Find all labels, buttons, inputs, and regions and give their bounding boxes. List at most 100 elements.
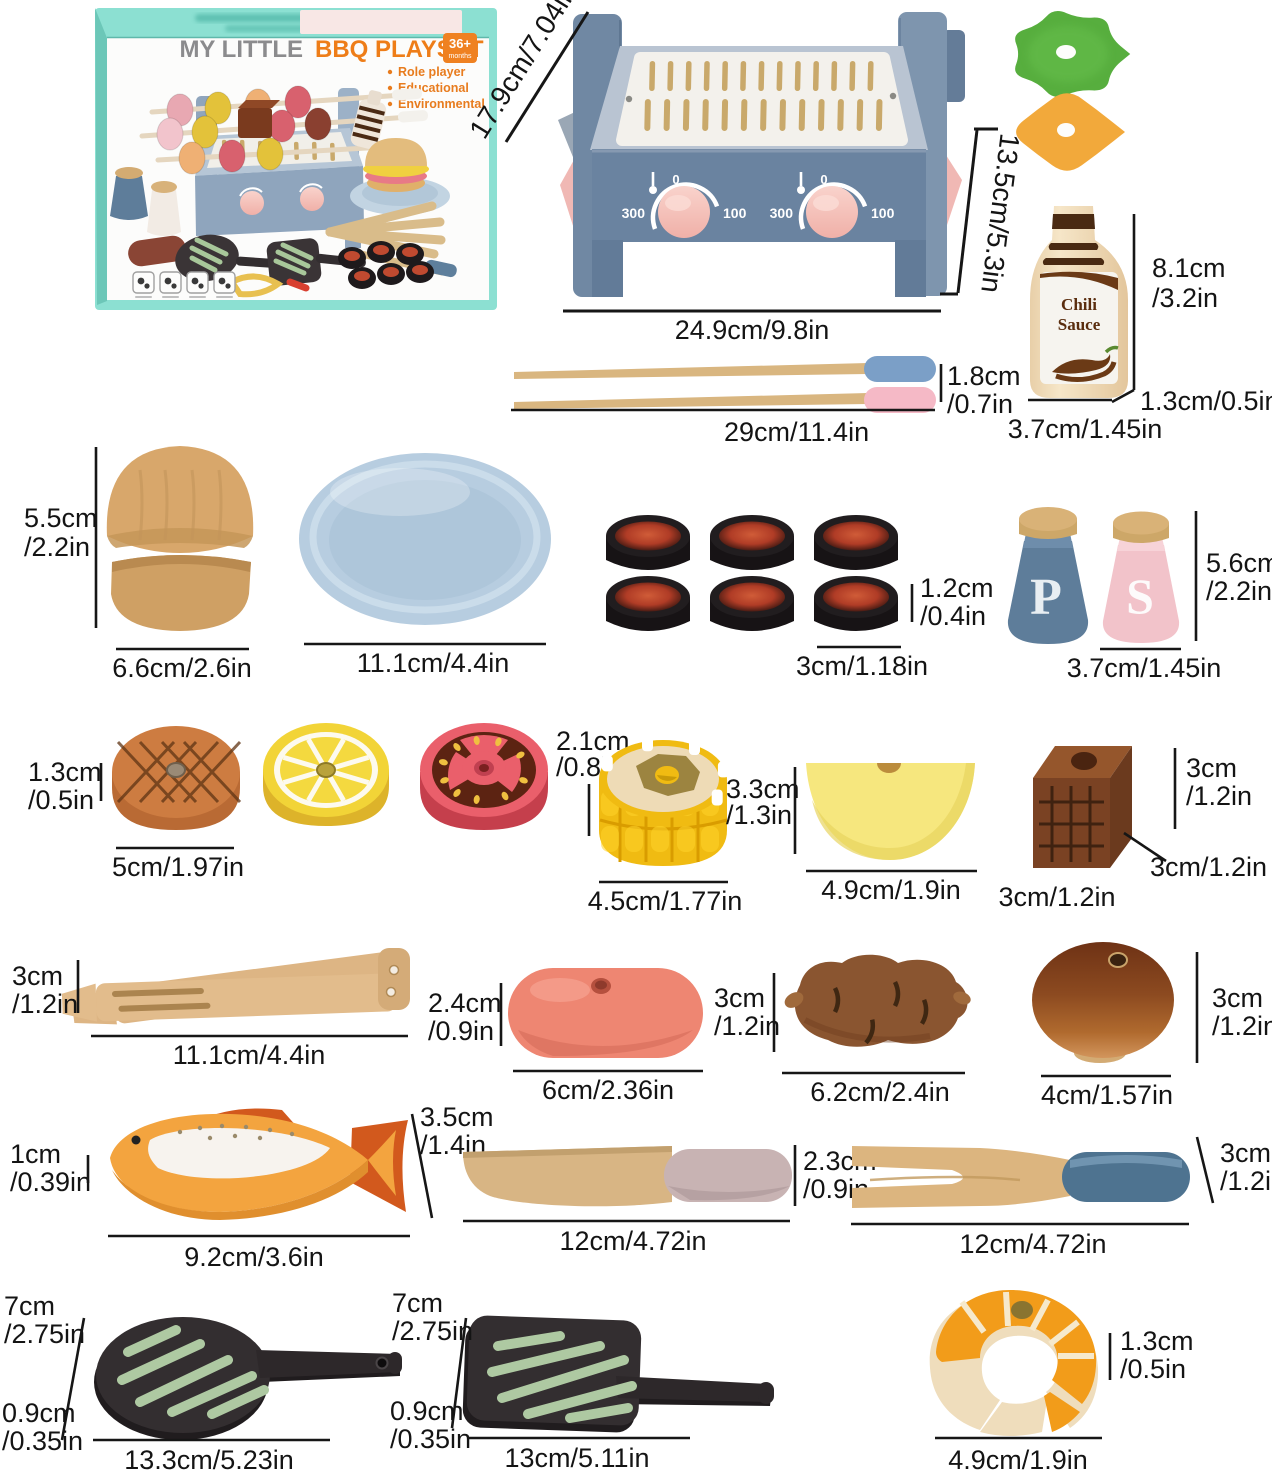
dim-sauce-depth-diag	[1111, 388, 1135, 404]
dim-buns-height-cm: 5.5cm	[24, 503, 98, 533]
dim-sausage: 2.4cm /0.9in 6cm/2.36in	[428, 983, 703, 1105]
grill-knob-right: 0 300 100	[770, 172, 895, 238]
dim-buns-width-label: 6.6cm/2.6in	[112, 653, 252, 683]
dim-chocolate-width-label: 3cm/1.2in	[998, 882, 1115, 912]
sweet-potato	[784, 954, 971, 1047]
age-badge: 36+ months	[443, 33, 477, 63]
dim-fish-tail-diag	[410, 1113, 434, 1219]
dim-sausage-length-label: 6cm/2.36in	[542, 1075, 674, 1105]
dim-potato: 3cm /1.2in 6.2cm/2.4in	[714, 973, 965, 1107]
dim-tongs-height-in: /1.2in	[12, 989, 78, 1019]
dim-pan-round: 7cm /2.75in 0.9cm /0.35in 13.3cm/5.23in	[2, 1291, 330, 1475]
dim-chocolate: 3cm /1.2in 3cm/1.2in 3cm/1.2in	[998, 748, 1267, 912]
dim-charcoal: 1.2cm /0.4in 3cm/1.18in	[796, 573, 994, 681]
onion	[1032, 942, 1174, 1063]
dim-salmon-height-cm: 1.3cm	[1120, 1326, 1194, 1356]
box-title-prefix: MY LITTLE	[179, 36, 303, 63]
dim-shakers-width-label: 3.7cm/1.45in	[1067, 653, 1222, 683]
chili-sauce-bottle: Chili Sauce	[1030, 206, 1128, 398]
dim-onion-width-label: 4cm/1.57in	[1041, 1080, 1173, 1110]
dim-sausage-height-in: /0.9in	[428, 1016, 494, 1046]
orange-slice	[1016, 93, 1125, 171]
grilled-patty	[112, 726, 242, 830]
knob-right-zero-label: 0	[820, 172, 827, 187]
dim-patty-height-cm: 1.3cm	[28, 757, 102, 787]
dim-potato-height-cm: 3cm	[714, 983, 765, 1013]
knob-left-zero-label: 0	[672, 172, 679, 187]
plate	[299, 453, 551, 625]
grill-knob-left: 0 300 100	[622, 172, 747, 238]
dim-fish-height-cm: 1cm	[10, 1139, 61, 1169]
dim-tomato-height-cm: 2.1cm	[556, 726, 630, 756]
dim-plate-width-label: 11.1cm/4.4in	[357, 648, 510, 678]
dim-grill-width-label: 24.9cm/9.8in	[675, 315, 830, 345]
dim-fork-length-label: 12cm/4.72in	[959, 1229, 1106, 1259]
dim-buns: 5.5cm /2.2in 6.6cm/2.6in	[24, 447, 252, 683]
dim-pan-square-length-label: 13cm/5.11in	[504, 1443, 649, 1473]
dim-tongs: 3cm /1.2in 11.1cm/4.4in	[12, 960, 408, 1070]
dim-pan-square-width-in: /2.75in	[392, 1316, 473, 1346]
dim-pan-round-thickness-in: /0.35in	[2, 1426, 83, 1456]
box-feature-0: Role player	[398, 65, 466, 79]
chili-label-line1: Chili	[1061, 295, 1097, 314]
dim-sausage-height-cm: 2.4cm	[428, 988, 502, 1018]
dim-knife: 2.3cm /0.9in 12cm/4.72in	[463, 1145, 877, 1256]
dim-chocolate-height-cm: 3cm	[1186, 753, 1237, 783]
dim-chocolate-depth-label: 3cm/1.2in	[1150, 852, 1267, 882]
dim-sauce-depth-label: 1.3cm/0.5in	[1140, 386, 1272, 416]
dim-skewer-height-in: /0.7in	[947, 389, 1013, 419]
dim-potato-length-label: 6.2cm/2.4in	[810, 1077, 950, 1107]
skewer-handle-pink	[864, 387, 936, 413]
dim-onion-height-cm: 3cm	[1212, 983, 1263, 1013]
dim-sauce-height-cm: 8.1cm	[1152, 253, 1226, 283]
dim-patty: 1.3cm /0.5in 5cm/1.97in	[28, 757, 244, 882]
pepper-letter: P	[1030, 569, 1062, 626]
dim-pan-round-width-in: /2.75in	[4, 1319, 85, 1349]
dim-corn-height-cm: 3.3cm	[726, 774, 800, 804]
burger-buns	[106, 446, 254, 631]
chocolate-cube	[1033, 746, 1132, 868]
dim-salmon: 1.3cm /0.5in 4.9cm/1.9in	[935, 1326, 1194, 1475]
dim-knife-length-label: 12cm/4.72in	[559, 1226, 706, 1256]
dim-shakers-height-in: /2.2in	[1206, 576, 1272, 606]
dim-pan-round-thickness-cm: 0.9cm	[2, 1398, 76, 1428]
dim-onion: 3cm /1.2in 4cm/1.57in	[1041, 952, 1272, 1110]
dim-pan-round-width-diag	[60, 1317, 86, 1441]
dim-chocolate-height-in: /1.2in	[1186, 781, 1252, 811]
dim-sauce-width-label: 3.7cm/1.45in	[1008, 414, 1163, 444]
lettuce-slice	[1015, 11, 1131, 97]
dim-skewer-length-label: 29cm/11.4in	[724, 417, 869, 447]
wooden-tongs	[61, 948, 410, 1025]
dim-charcoal-height-cm: 1.2cm	[920, 573, 994, 603]
dim-fish-height-in: /0.39in	[10, 1167, 91, 1197]
age-badge-number: 36+	[449, 36, 471, 51]
knob-left-min-label: 300	[622, 205, 646, 221]
box-artwork	[110, 85, 457, 298]
dim-cheese-width-label: 4.9cm/1.9in	[821, 875, 961, 905]
dim-salmon-width-label: 4.9cm/1.9in	[948, 1445, 1088, 1475]
product-box: MY LITTLE BBQ PLAYSET 36+ months Role pl…	[95, 8, 497, 310]
grill-toy: 0 300 100 0 300 100	[558, 12, 965, 297]
dim-grill-height-line	[956, 129, 979, 294]
dim-grill-height-label: 13.5cm/5.3in	[975, 132, 1025, 295]
salt-letter: S	[1126, 568, 1154, 624]
corn-piece	[599, 735, 729, 866]
dim-skewers: 1.8cm /0.7in 29cm/11.4in	[511, 361, 1021, 447]
charcoal-pieces	[606, 515, 898, 631]
salmon-steak	[929, 1290, 1099, 1436]
dim-salmon-height-in: /0.5in	[1120, 1354, 1186, 1384]
dim-fork-height-in: /1.2in	[1220, 1166, 1272, 1196]
dim-shakers-height-cm: 5.6cm	[1206, 548, 1272, 578]
sausage	[508, 968, 703, 1058]
box-feature-2: Environmental	[398, 97, 485, 111]
dim-fish: 1cm /0.39in 9.2cm/3.6in 3.5cm /1.4in	[10, 1102, 494, 1272]
dim-charcoal-height-in: /0.4in	[920, 601, 986, 631]
box-feature-icons	[132, 271, 236, 298]
dim-chocolate-depth-diag	[1123, 831, 1167, 863]
dim-cheese: 4.9cm/1.9in	[806, 869, 977, 905]
knife	[463, 1146, 792, 1207]
dim-pan-square-thickness-cm: 0.9cm	[390, 1396, 464, 1426]
dim-corn-height-in: /1.3in	[726, 800, 792, 830]
